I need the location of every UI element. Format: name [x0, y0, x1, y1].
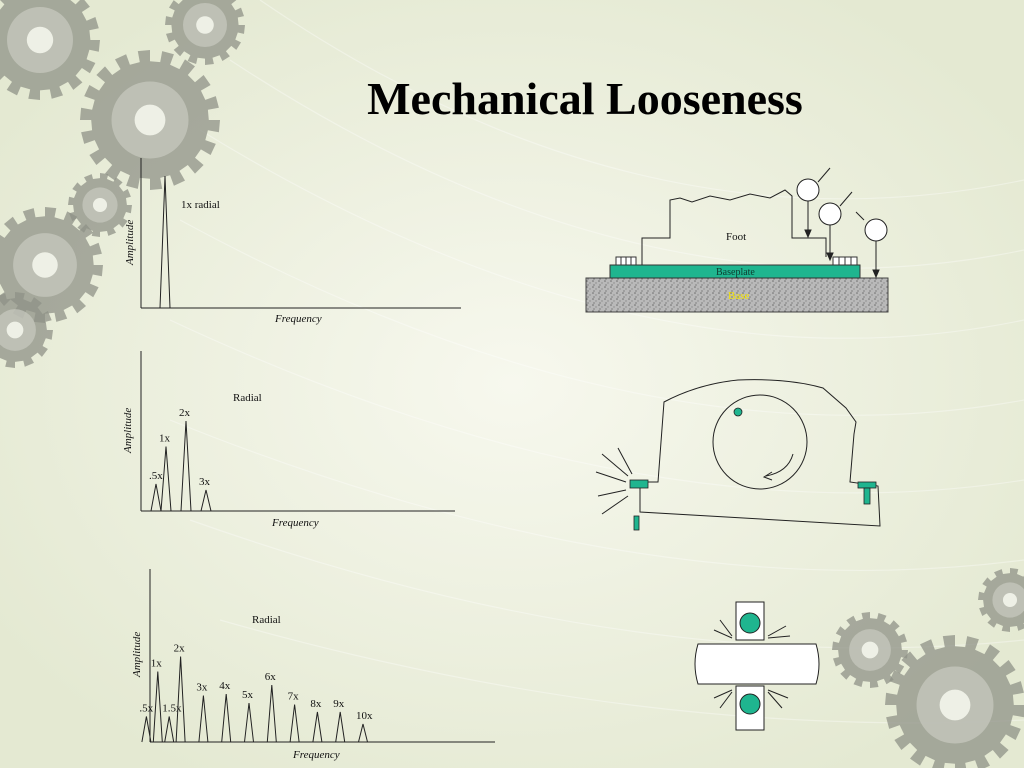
foot-baseplate-diagram: Base Baseplate Foot — [585, 167, 889, 313]
spectrum-peak-5x — [244, 702, 254, 743]
base-label: Base — [728, 290, 750, 302]
spectrum-peak-2x — [175, 656, 186, 743]
peak-label-1x: 1x — [159, 433, 171, 445]
peak-label-8x: 8x — [310, 698, 322, 710]
impact-lines — [595, 447, 633, 515]
x-axis-label: Frequency — [274, 313, 322, 325]
pedestal-outline — [639, 379, 881, 527]
peak-label-10x: 10x — [356, 710, 373, 722]
gear-cluster-top-left — [0, 0, 245, 368]
ball-top — [739, 612, 761, 634]
peak-label-2x: 2x — [179, 407, 191, 419]
y-axis-label: Amplitude — [131, 632, 143, 678]
x-axis-label: Frequency — [271, 517, 319, 529]
gear-icon — [0, 0, 100, 100]
peak-label-5x: 5x — [242, 689, 254, 701]
dial-indicators — [796, 167, 888, 279]
spectrum-peak-6x — [266, 684, 277, 743]
bolt-left — [629, 479, 649, 531]
peak-label-2x: 2x — [174, 643, 186, 655]
peak-label-4x: 4x — [219, 680, 231, 692]
gear-icon — [0, 207, 103, 323]
spectrum-peak-1p5x — [164, 716, 175, 743]
gear-icon — [80, 50, 220, 190]
shaft-bearing-clearance-diagram — [694, 601, 820, 731]
shaft-marker — [733, 407, 743, 417]
spectrum-peak-7x — [289, 704, 300, 743]
spectrum-peak-8x — [312, 711, 323, 743]
peak-label-p5x: .5x — [139, 703, 153, 715]
peak-label-7x: 7x — [288, 691, 300, 703]
annotation-1x-radial: 1x radial — [181, 199, 220, 211]
gear-icon — [832, 612, 908, 688]
spectrum-peak-2x — [180, 420, 192, 512]
concrete-base — [585, 277, 889, 313]
spectrum-peak-3x — [198, 695, 209, 743]
impact-lines — [713, 619, 791, 709]
peak-label-3x: 3x — [196, 682, 208, 694]
peak-label-3x: 3x — [199, 476, 211, 488]
spectrum-peak-main — [159, 175, 171, 309]
annotation-radial: Radial — [233, 392, 262, 404]
bearing-pedestal-diagram — [595, 379, 881, 531]
spectrum-peak-10x — [358, 723, 368, 743]
spectrum-peak-4x — [221, 693, 232, 743]
bolt-right — [857, 481, 877, 505]
x-axis-label: Frequency — [292, 749, 340, 761]
spectrum-chart-1x-radial: 1x radial Frequency Amplitude — [124, 158, 461, 325]
spectrum-peak-1x — [160, 446, 172, 512]
shaft-bore — [712, 394, 808, 490]
shaft — [694, 643, 820, 685]
peak-label-p5x: .5x — [149, 470, 163, 482]
rotation-arrow — [765, 453, 794, 477]
peak-label-9x: 9x — [333, 698, 345, 710]
spectrum-peak-3x — [200, 489, 212, 512]
spectrum-chart-radial-many-harmonics: .5x 1x 1.5x 2x 3x 4x 5x 6x 7x 8x 9x 10x Radial Freq… — [131, 569, 495, 761]
gear-icon — [885, 635, 1024, 768]
spectrum-peak-9x — [335, 711, 346, 743]
spectrum-peak-p5x — [150, 483, 162, 512]
spectrum-chart-radial-harmonics: .5x 1x 2x 3x Radial Frequency Amplitude — [122, 351, 455, 529]
gear-icon — [978, 568, 1024, 632]
gear-cluster-bottom-right — [832, 568, 1024, 768]
annotation-radial: Radial — [252, 614, 281, 626]
gear-icon — [165, 0, 245, 65]
foot-label: Foot — [726, 231, 746, 243]
machine-foot-outline — [641, 189, 827, 265]
slide-title: Mechanical Looseness — [367, 73, 803, 124]
ball-bottom — [739, 693, 761, 715]
baseplate-label: Baseplate — [716, 267, 755, 278]
spectrum-peak-p5x — [141, 716, 152, 743]
spectrum-peak-1x — [152, 671, 163, 743]
baseplate — [609, 264, 861, 279]
peak-label-1p5x: 1.5x — [162, 703, 182, 715]
peak-label-1x: 1x — [151, 658, 163, 670]
gear-icon — [0, 292, 53, 368]
peak-label-6x: 6x — [265, 671, 277, 683]
y-axis-label: Amplitude — [124, 220, 136, 266]
gear-icon — [68, 173, 132, 237]
y-axis-label: Amplitude — [122, 408, 134, 454]
